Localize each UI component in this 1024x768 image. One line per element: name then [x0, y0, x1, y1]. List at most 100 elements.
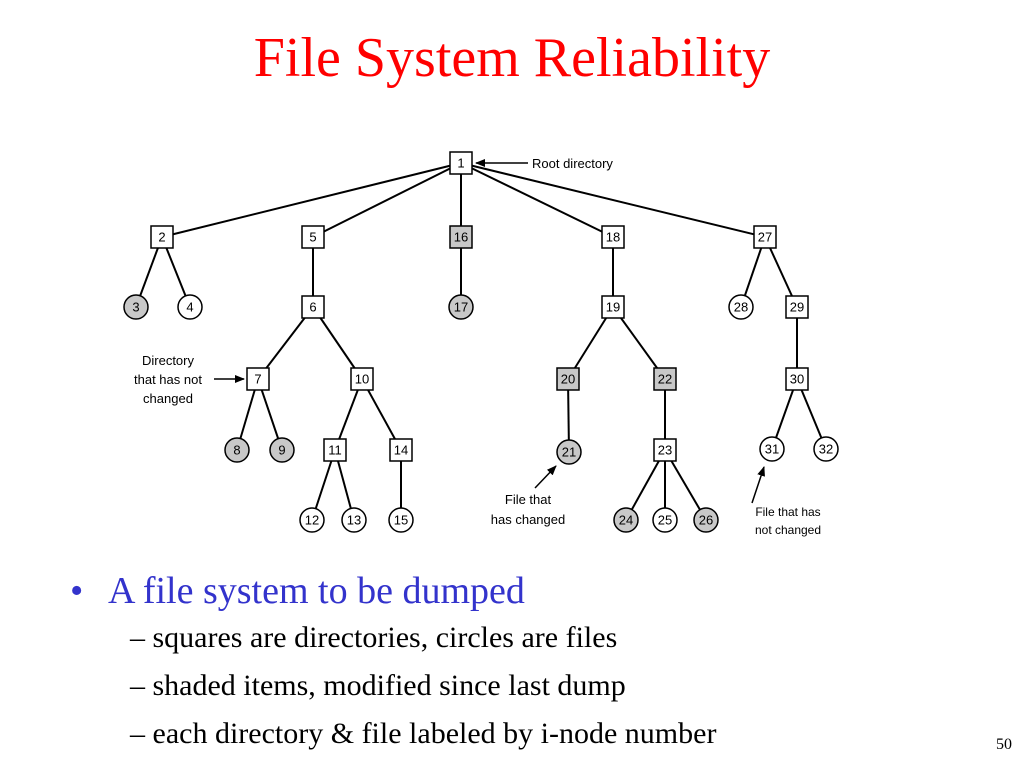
node-label: 29	[790, 300, 804, 315]
file-node-26: 26	[693, 507, 719, 533]
file-circle-icon	[813, 436, 839, 462]
node-label: 5	[309, 230, 316, 245]
node-label: 2	[158, 230, 165, 245]
directory-node-20: 20	[556, 367, 580, 391]
file-circle-icon	[177, 294, 203, 320]
edge-1-18	[460, 162, 614, 238]
file-unchanged-label-line1: File that has	[755, 505, 820, 519]
sub-bullet-text: squares are directories, circles are fil…	[152, 621, 618, 654]
sub-bullet: – squares are directories, circles are f…	[130, 621, 618, 654]
file-circle-icon	[693, 507, 719, 533]
bullet-main-text: A file system to be dumped	[108, 570, 525, 612]
node-label: 11	[328, 443, 342, 458]
file-node-21: 21	[556, 439, 582, 465]
edge-1-5	[312, 162, 462, 238]
directory-node-16: 16	[449, 225, 473, 249]
node-label: 25	[658, 513, 672, 528]
directory-square-icon	[653, 367, 677, 391]
directory-square-icon	[601, 295, 625, 319]
node-label: 15	[394, 513, 408, 528]
node-label: 12	[305, 513, 319, 528]
edge-1-2	[161, 162, 462, 238]
directory-square-icon	[301, 225, 325, 249]
sub-bullet-text: each directory & file labeled by i-node …	[152, 717, 717, 750]
node-label: 31	[765, 442, 779, 457]
directory-square-icon	[785, 295, 809, 319]
directory-unchanged-annotation: Directory that has not changed	[134, 353, 245, 406]
directory-unchanged-label-line2: that has not	[134, 372, 202, 387]
node-label: 16	[454, 230, 468, 245]
directory-square-icon	[246, 367, 270, 391]
file-node-28: 28	[728, 294, 754, 320]
node-label: 27	[758, 230, 772, 245]
file-circle-icon	[388, 507, 414, 533]
directory-square-icon	[301, 295, 325, 319]
node-label: 26	[699, 513, 713, 528]
directory-node-30: 30	[785, 367, 809, 391]
file-node-8: 8	[224, 437, 250, 463]
file-circle-icon	[224, 437, 250, 463]
root-directory-annotation: Root directory	[475, 156, 613, 171]
directory-square-icon	[653, 438, 677, 462]
sub-bullet: – each directory & file labeled by i-nod…	[130, 717, 717, 750]
file-circle-icon	[448, 294, 474, 320]
file-node-15: 15	[388, 507, 414, 533]
directory-unchanged-label-line3: changed	[143, 391, 193, 406]
directory-node-14: 14	[389, 438, 413, 462]
directory-square-icon	[449, 151, 473, 175]
edge-6-10	[312, 306, 363, 380]
edge-10-11	[334, 378, 363, 451]
file-node-25: 25	[652, 507, 678, 533]
edge-19-22	[612, 306, 666, 380]
directory-square-icon	[449, 225, 473, 249]
directory-node-10: 10	[350, 367, 374, 391]
node-label: 24	[619, 513, 633, 528]
directory-node-22: 22	[653, 367, 677, 391]
directory-node-7: 7	[246, 367, 270, 391]
page-number: 50	[996, 736, 1012, 753]
node-label: 9	[278, 443, 285, 458]
node-label: 1	[457, 156, 464, 171]
edge-1-27	[460, 162, 766, 238]
file-circle-icon	[652, 507, 678, 533]
node-label: 21	[562, 445, 576, 460]
directory-square-icon	[389, 438, 413, 462]
directory-square-icon	[601, 225, 625, 249]
node-label: 10	[355, 372, 369, 387]
directory-square-icon	[753, 225, 777, 249]
file-circle-icon	[728, 294, 754, 320]
node-label: 28	[734, 300, 748, 315]
bullet-list: •A file system to be dumped – squares ar…	[70, 568, 970, 758]
edge-19-20	[567, 306, 614, 380]
node-label: 23	[658, 443, 672, 458]
edge-10-14	[361, 378, 402, 451]
directory-square-icon	[785, 367, 809, 391]
node-label: 17	[454, 300, 468, 315]
directory-unchanged-label-line1: Directory	[142, 353, 195, 368]
file-unchanged-annotation: File that has not changed	[751, 466, 821, 537]
file-changed-label-line1: File that	[505, 492, 552, 507]
sub-bullet: – shaded items, modified since last dump	[130, 669, 626, 702]
edge-6-7	[257, 306, 314, 380]
file-circle-icon	[269, 437, 295, 463]
directory-node-11: 11	[323, 438, 347, 462]
root-directory-label: Root directory	[532, 156, 613, 171]
sub-bullet-text: shaded items, modified since last dump	[152, 669, 626, 702]
node-label: 22	[658, 372, 672, 387]
directory-node-5: 5	[301, 225, 325, 249]
directory-node-27: 27	[753, 225, 777, 249]
file-changed-label-line2: has changed	[491, 512, 565, 527]
bullet-main: •A file system to be dumped	[70, 568, 970, 614]
file-node-4: 4	[177, 294, 203, 320]
file-changed-annotation: File that has changed	[491, 465, 565, 527]
file-circle-icon	[341, 507, 367, 533]
node-label: 30	[790, 372, 804, 387]
file-circle-icon	[123, 294, 149, 320]
file-node-31: 31	[759, 436, 785, 462]
file-unchanged-label-line2: not changed	[755, 523, 821, 537]
file-node-32: 32	[813, 436, 839, 462]
slide-title: File System Reliability	[253, 27, 771, 89]
node-label: 13	[347, 513, 361, 528]
